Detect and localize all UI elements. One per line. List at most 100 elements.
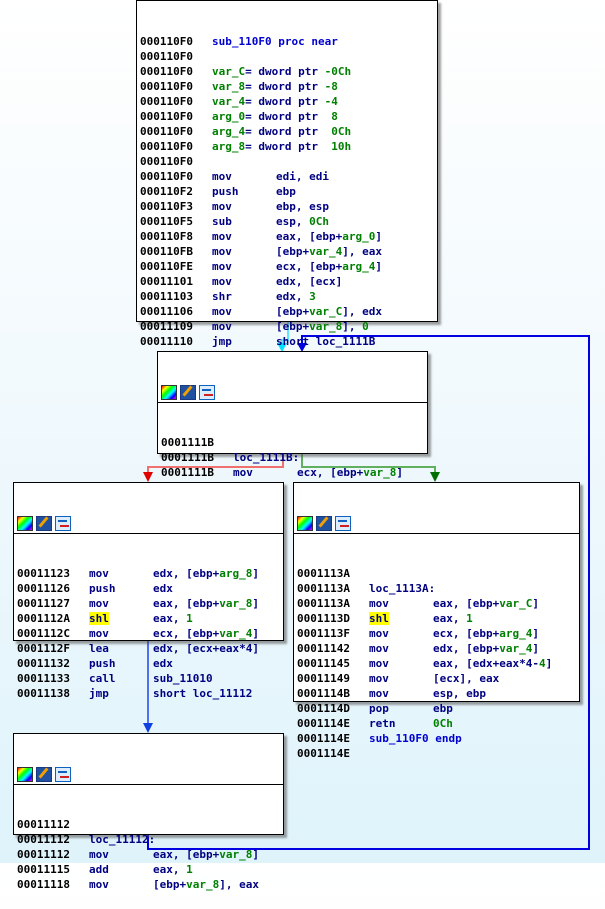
graph-view-icon[interactable] — [335, 515, 351, 531]
mnemonic[interactable]: mov — [212, 200, 232, 213]
mnemonic[interactable]: pop — [369, 702, 389, 715]
mnemonic[interactable]: mov — [369, 687, 389, 700]
mnemonic[interactable]: mov — [369, 597, 389, 610]
mnemonic[interactable]: mov — [212, 170, 232, 183]
mnemonic[interactable]: push — [212, 185, 239, 198]
edit-icon[interactable] — [36, 766, 52, 782]
mnemonic[interactable]: sub — [212, 215, 232, 228]
mnemonic[interactable]: shr — [212, 290, 232, 303]
colors-icon[interactable] — [297, 515, 313, 531]
mnemonic[interactable]: mov — [369, 642, 389, 655]
mnemonic[interactable]: call — [89, 672, 116, 685]
graph-view-icon[interactable] — [55, 515, 71, 531]
colors-icon[interactable] — [17, 515, 33, 531]
edit-icon[interactable] — [180, 384, 196, 400]
mnemonic[interactable]: mov — [369, 672, 389, 685]
mnemonic[interactable]: mov — [212, 230, 232, 243]
mnemonic[interactable]: jmp — [89, 687, 109, 700]
mnemonic[interactable]: push — [89, 657, 116, 670]
mnemonic[interactable]: shl — [89, 612, 109, 625]
mnemonic[interactable]: mov — [89, 878, 109, 891]
graph-view-icon[interactable] — [199, 384, 215, 400]
mnemonic[interactable]: add — [89, 863, 109, 876]
edit-icon[interactable] — [36, 515, 52, 531]
mnemonic[interactable]: mov — [212, 275, 232, 288]
mnemonic[interactable]: mov — [89, 627, 109, 640]
mnemonic[interactable]: mov — [89, 597, 109, 610]
mnemonic[interactable]: mov — [89, 567, 109, 580]
mnemonic[interactable]: mov — [233, 466, 253, 479]
mnemonic[interactable]: mov — [212, 245, 232, 258]
mnemonic[interactable]: shl — [369, 612, 389, 625]
mnemonic[interactable]: mov — [212, 320, 232, 333]
mnemonic[interactable]: lea — [89, 642, 109, 655]
code-line[interactable]: 0001113A — [297, 566, 576, 581]
mnemonic[interactable]: retn — [369, 717, 396, 730]
mnemonic[interactable]: mov — [212, 260, 232, 273]
mnemonic[interactable]: jmp — [212, 335, 232, 348]
mnemonic[interactable]: mov — [369, 627, 389, 640]
code-line[interactable]: 000110F0 — [140, 49, 434, 64]
code-line[interactable]: 00011112 — [17, 817, 280, 832]
code-line[interactable]: 0001111B — [161, 435, 424, 450]
graph-view-icon[interactable] — [55, 766, 71, 782]
code-line[interactable]: 0001114E — [297, 746, 576, 761]
mnemonic[interactable]: mov — [89, 848, 109, 861]
colors-icon[interactable] — [161, 384, 177, 400]
mnemonic[interactable]: mov — [212, 305, 232, 318]
code-line[interactable]: 000110F0 — [140, 154, 434, 169]
colors-icon[interactable] — [17, 766, 33, 782]
edit-icon[interactable] — [316, 515, 332, 531]
mnemonic[interactable]: mov — [369, 657, 389, 670]
